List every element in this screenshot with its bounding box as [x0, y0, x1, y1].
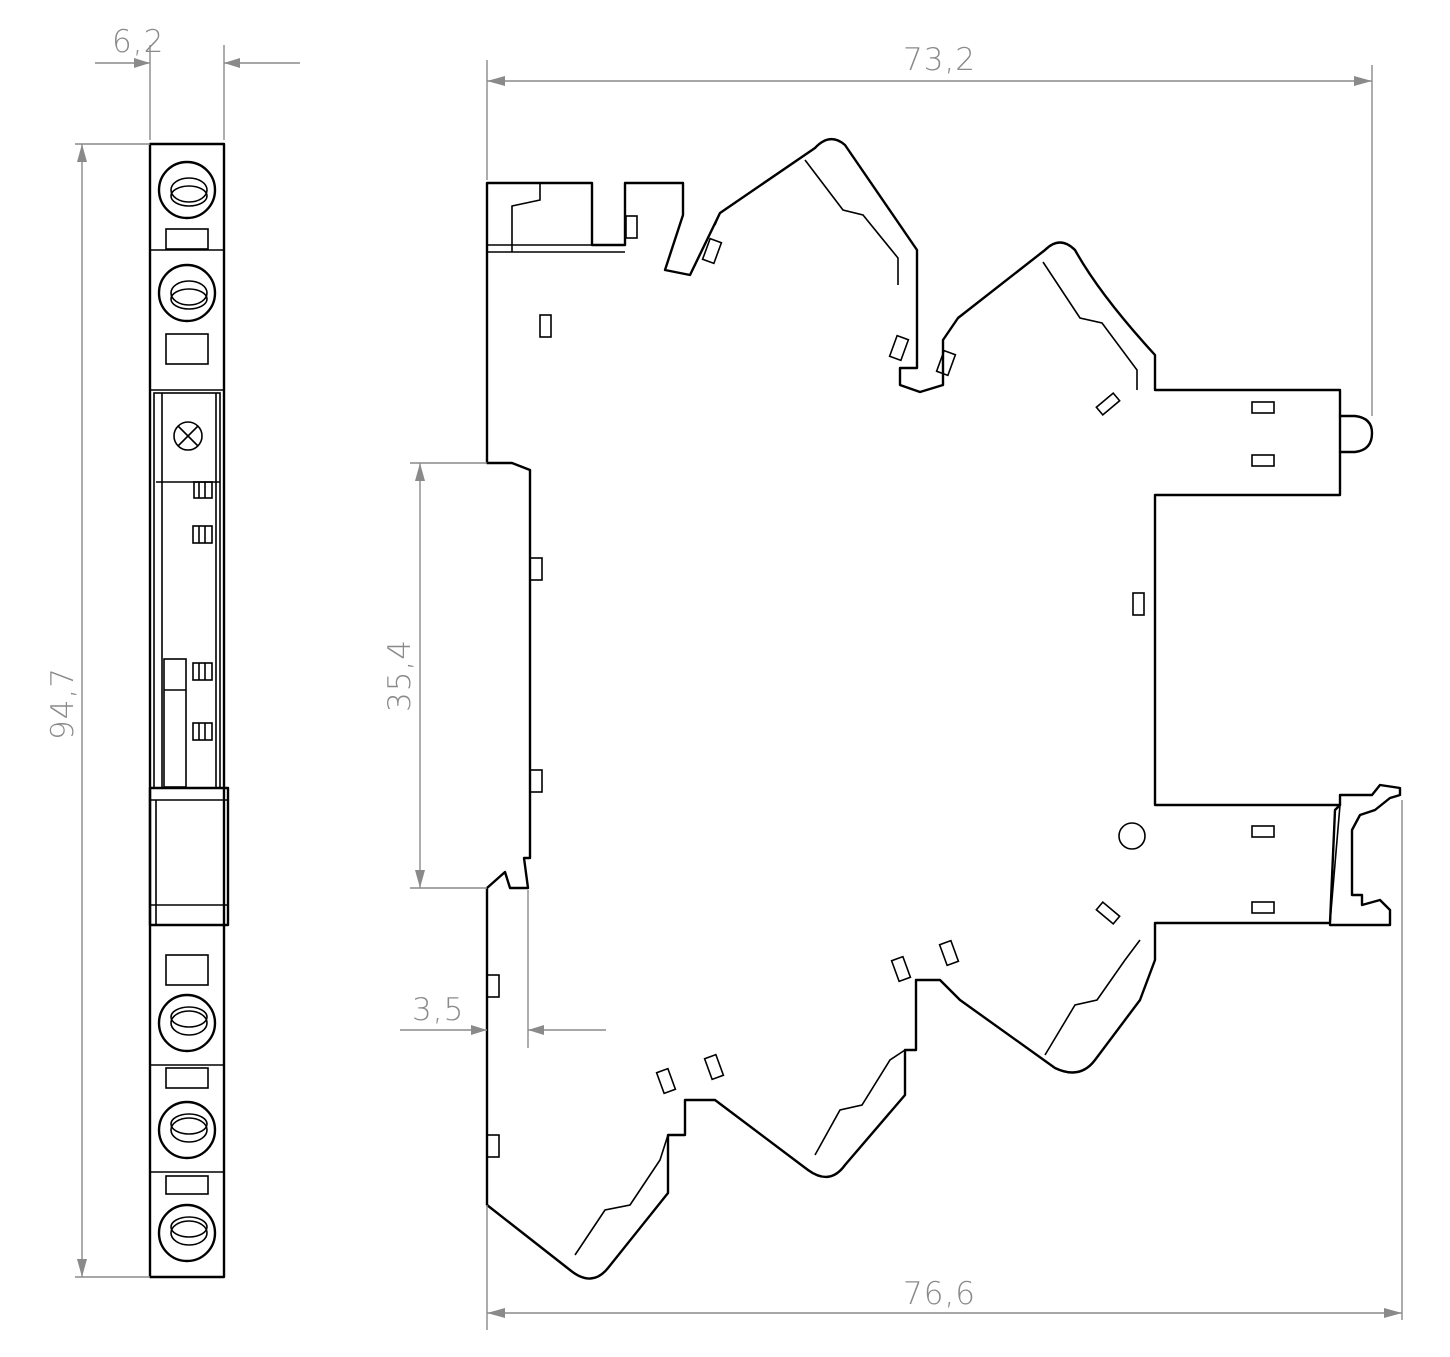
screw-terminal-icon: [157, 160, 217, 220]
dimension-side-width: 6,2: [95, 24, 300, 140]
dimension-rail-depth: 3,5: [400, 890, 606, 1048]
dimension-label: 73,2: [903, 42, 976, 78]
screw-terminal-icon: [157, 1203, 217, 1263]
front-view: [485, 138, 1402, 1280]
dimension-rail-height: 35,4: [382, 462, 487, 889]
dimension-side-height: 94,7: [45, 143, 150, 1278]
dimension-label: 3,5: [412, 992, 464, 1028]
dimension-bottom-width: 76,6: [486, 800, 1403, 1330]
screw-terminal-icon: [157, 993, 217, 1053]
screw-terminal-icon: [157, 1100, 217, 1160]
dimension-label: 35,4: [382, 639, 418, 712]
dimension-label: 76,6: [903, 1276, 976, 1312]
dimension-label: 94,7: [45, 667, 81, 740]
side-view: [148, 142, 230, 1279]
screw-terminal-icon: [157, 263, 217, 323]
dimension-top-width: 73,2: [486, 42, 1373, 416]
led-indicator-icon: [173, 421, 203, 451]
dimension-label: 6,2: [112, 24, 164, 60]
